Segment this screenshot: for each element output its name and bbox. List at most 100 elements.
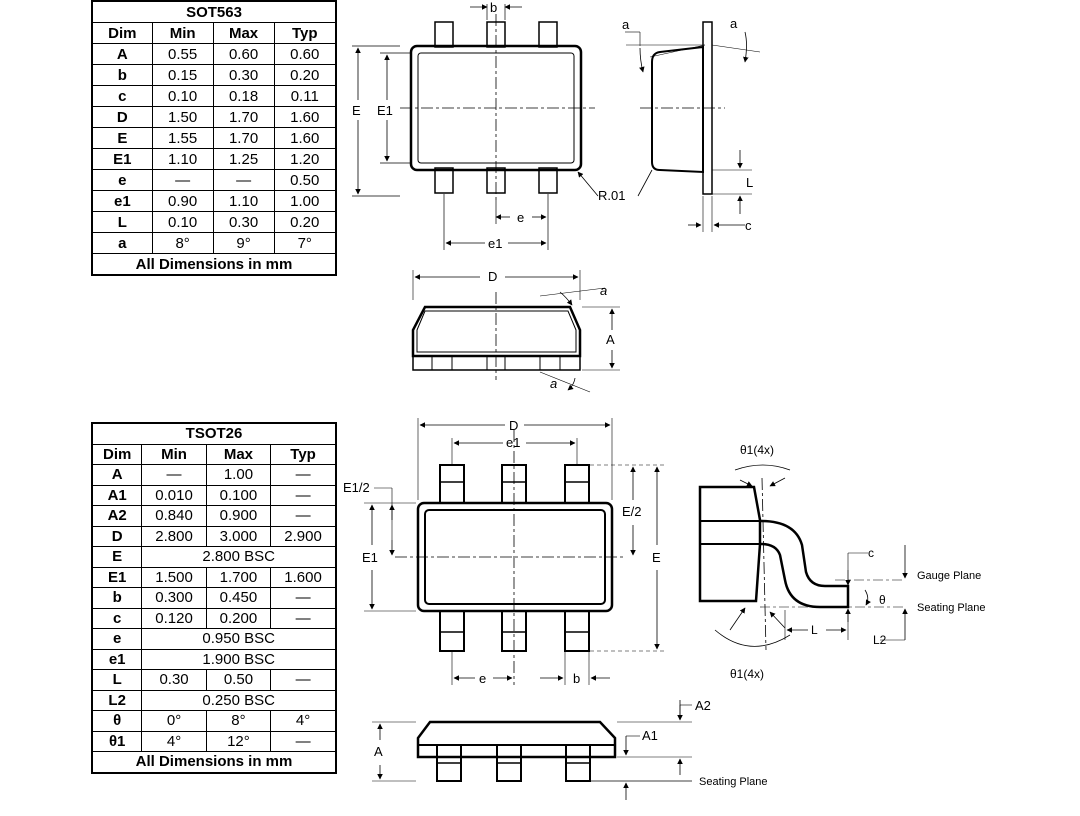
dim-label-a: a [730, 16, 738, 31]
min-cell: 0.10 [151, 85, 214, 107]
column-header: Dim [91, 22, 153, 44]
table-footer: All Dimensions in mm [91, 751, 337, 773]
max-cell: 9° [212, 232, 275, 254]
sot563-side-labels: a a L c [622, 16, 753, 233]
dim-label-D: D [509, 418, 518, 433]
min-cell: 4° [141, 730, 207, 752]
dim-cell: a [91, 232, 153, 254]
dim-label-D: D [488, 269, 497, 284]
min-cell: 0.010 [141, 484, 207, 506]
tsot26-front-labels: A2 A1 A Seating Plane [374, 698, 768, 788]
dim-label-A1: A1 [642, 728, 658, 743]
sot563-front-view [411, 270, 620, 393]
dim-label-E: E [652, 550, 661, 565]
typ-cell: 0.11 [273, 85, 337, 107]
tsot26-top-labels: D e1 E1/2 E/2 E1 E e b [343, 418, 661, 686]
dim-label-A: A [606, 332, 615, 347]
column-header: Dim [91, 443, 143, 465]
table-row: A—1.00— [91, 464, 337, 486]
dim-label-e: e [517, 210, 524, 225]
dim-label-a: a [600, 283, 607, 298]
typ-cell: 1.600 [270, 566, 337, 588]
dim-label-e: e [479, 671, 486, 686]
dim-label-c: c [745, 218, 752, 233]
dim-label-a: a [622, 17, 630, 32]
sot563-side-view [625, 21, 761, 232]
tsot26-side-view [698, 464, 908, 651]
max-cell: 0.50 [205, 669, 272, 691]
dim-cell: e1 [91, 190, 153, 212]
typ-cell: 0.20 [273, 211, 337, 233]
column-header: Min [141, 443, 207, 465]
dim-label-theta1: θ1(4x) [730, 667, 764, 681]
max-cell: 1.25 [212, 148, 275, 170]
column-header: Typ [273, 22, 337, 44]
sot563-front-labels: D a A a [488, 269, 615, 391]
typ-cell: 1.60 [273, 106, 337, 128]
dim-label-b: b [490, 0, 497, 15]
tsot26-front-view [372, 700, 692, 800]
max-cell: 1.70 [212, 127, 275, 149]
seating-plane-label: Seating Plane [917, 602, 986, 614]
dim-label-b: b [573, 671, 580, 686]
bsc-cell: 0.250 BSC [141, 689, 337, 711]
max-cell: 0.100 [205, 484, 272, 506]
min-cell: 1.500 [141, 566, 207, 588]
dim-label-E: E [352, 103, 361, 118]
dim-label-A2: A2 [695, 698, 711, 713]
dim-label-e1: e1 [488, 236, 502, 251]
seating-plane-label: Seating Plane [699, 776, 768, 788]
typ-cell: 0.50 [273, 169, 337, 191]
dim-label-L2: L2 [873, 633, 887, 647]
table-title: TSOT26 [91, 422, 337, 445]
dim-label-a: a [550, 376, 557, 391]
column-header: Min [151, 22, 214, 44]
dim-label-e1: e1 [506, 435, 520, 450]
typ-cell: — [270, 505, 337, 527]
min-cell: 0.55 [151, 43, 214, 65]
dim-label-L: L [746, 175, 753, 190]
dim-label-E-half: E/2 [622, 504, 642, 519]
table-row: e——0.50 [91, 169, 337, 191]
sot563-top-view [352, 4, 599, 250]
dim-label-E1: E1 [377, 103, 393, 118]
typ-cell: 1.60 [273, 127, 337, 149]
dim-label-theta1: θ1(4x) [740, 443, 774, 457]
bsc-cell: 1.900 BSC [141, 648, 337, 670]
dim-label-E1: E1 [362, 550, 378, 565]
max-cell: 0.900 [205, 505, 272, 527]
dim-cell: E1 [91, 566, 143, 588]
gauge-plane-label: Gauge Plane [917, 570, 981, 582]
tsot26-top-view [364, 418, 665, 685]
sot563-top-labels: b E E1 e e1 R.01 [352, 0, 625, 251]
typ-cell: — [270, 464, 337, 486]
column-header: Typ [270, 443, 337, 465]
table-footer: All Dimensions in mm [91, 253, 337, 276]
tsot26-side-labels: θ1(4x) c Gauge Plane θ Seating Plane L L… [730, 443, 986, 681]
min-cell: 1.55 [151, 127, 214, 149]
dim-label-R: R.01 [598, 188, 625, 203]
max-cell: 1.700 [205, 566, 272, 588]
max-cell: 1.10 [212, 190, 275, 212]
typ-cell: 7° [273, 232, 337, 254]
column-header: Max [212, 22, 275, 44]
dim-label-A: A [374, 744, 383, 759]
dim-label-E1-half: E1/2 [343, 480, 370, 495]
dim-label-theta: θ [879, 593, 886, 607]
